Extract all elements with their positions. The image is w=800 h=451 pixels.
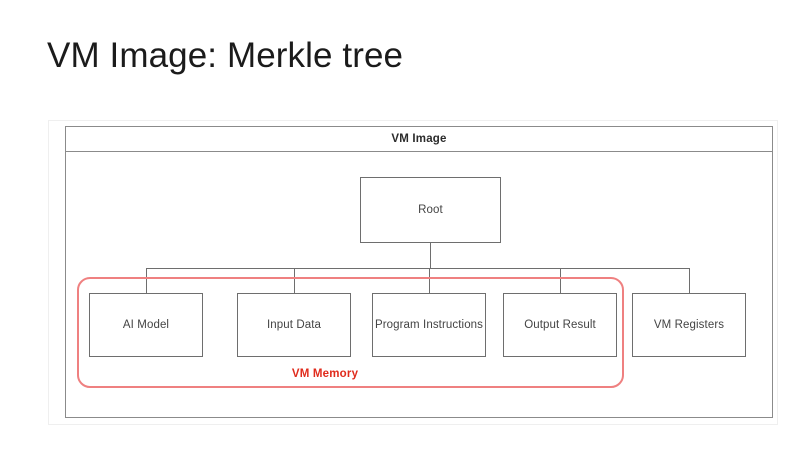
connector-drop-vm-registers bbox=[689, 268, 690, 293]
connector-drop-ai-model bbox=[146, 268, 147, 293]
vm-image-header-label: VM Image bbox=[66, 127, 772, 152]
tree-node-ai-model: AI Model bbox=[89, 293, 203, 357]
tree-node-input-data: Input Data bbox=[237, 293, 351, 357]
tree-node-output-result: Output Result bbox=[503, 293, 617, 357]
page-title: VM Image: Merkle tree bbox=[47, 36, 404, 75]
connector-drop-input-data bbox=[294, 268, 295, 293]
diagram-inner-frame bbox=[65, 126, 773, 418]
connector-root-stem bbox=[430, 243, 431, 269]
tree-node-vm-registers: VM Registers bbox=[632, 293, 746, 357]
vm-memory-group-outline bbox=[77, 277, 624, 388]
connector-horizontal-bus bbox=[146, 268, 690, 269]
connector-drop-program-instructions bbox=[429, 268, 430, 293]
tree-node-program-instructions: Program Instructions bbox=[372, 293, 486, 357]
connector-drop-output-result bbox=[560, 268, 561, 293]
vm-memory-annotation-label: VM Memory bbox=[291, 368, 359, 380]
tree-node-root: Root bbox=[360, 177, 501, 243]
